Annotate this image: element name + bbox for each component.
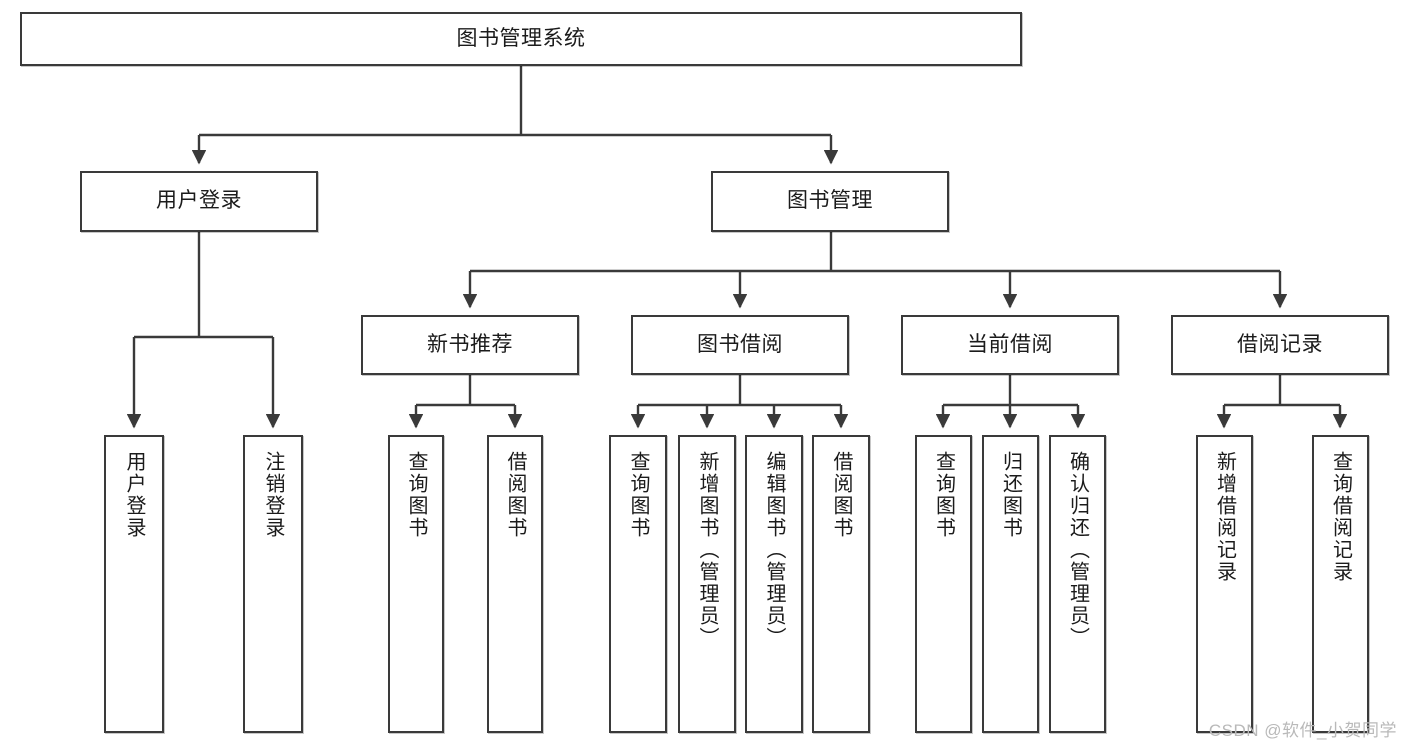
node-leaf-return-book-label: 归还图书 <box>999 451 1022 539</box>
node-leaf-add-record-label: 新增借阅记录 <box>1213 451 1236 583</box>
node-leaf-query-book-1-label: 查询图书 <box>405 451 427 539</box>
node-leaf-confirm-return[interactable]: 确认归还（管理员） <box>1049 435 1106 733</box>
node-leaf-query-book-1[interactable]: 查询图书 <box>388 435 444 733</box>
node-leaf-edit-book[interactable]: 编辑图书（管理员） <box>745 435 803 733</box>
node-new-book-rec[interactable]: 新书推荐 <box>361 315 579 375</box>
node-leaf-edit-book-label: 编辑图书（管理员） <box>763 451 785 649</box>
node-book-manage-label: 图书管理 <box>787 189 873 213</box>
node-leaf-add-book-label: 新增图书（管理员） <box>696 451 718 649</box>
node-leaf-add-book[interactable]: 新增图书（管理员） <box>678 435 736 733</box>
node-leaf-query-book-2-label: 查询图书 <box>627 451 649 539</box>
node-leaf-user-login-label: 用户登录 <box>123 451 145 539</box>
watermark: CSDN @软件_小贺同学 <box>1208 721 1397 740</box>
node-leaf-user-login[interactable]: 用户登录 <box>104 435 164 733</box>
node-borrow-record[interactable]: 借阅记录 <box>1171 315 1389 375</box>
node-new-book-rec-label: 新书推荐 <box>427 332 513 356</box>
node-leaf-borrow-book-2[interactable]: 借阅图书 <box>812 435 870 733</box>
node-leaf-query-record-label: 查询借阅记录 <box>1329 451 1352 583</box>
node-leaf-query-book-3[interactable]: 查询图书 <box>915 435 972 733</box>
node-leaf-query-book-3-label: 查询图书 <box>932 451 955 539</box>
node-book-borrow-label: 图书借阅 <box>697 332 783 356</box>
node-book-manage[interactable]: 图书管理 <box>711 171 949 232</box>
node-leaf-borrow-book-1[interactable]: 借阅图书 <box>487 435 543 733</box>
node-current-borrow-label: 当前借阅 <box>967 332 1053 356</box>
node-leaf-query-record[interactable]: 查询借阅记录 <box>1312 435 1369 733</box>
node-user-login[interactable]: 用户登录 <box>80 171 318 232</box>
node-book-borrow[interactable]: 图书借阅 <box>631 315 849 375</box>
node-leaf-logout-label: 注销登录 <box>262 451 284 539</box>
node-current-borrow[interactable]: 当前借阅 <box>901 315 1119 375</box>
node-leaf-borrow-book-2-label: 借阅图书 <box>830 451 852 539</box>
node-leaf-logout[interactable]: 注销登录 <box>243 435 303 733</box>
node-user-login-label: 用户登录 <box>156 189 242 213</box>
node-leaf-confirm-return-label: 确认归还（管理员） <box>1066 451 1089 649</box>
node-leaf-add-record[interactable]: 新增借阅记录 <box>1196 435 1253 733</box>
node-root[interactable]: 图书管理系统 <box>20 12 1022 66</box>
node-leaf-return-book[interactable]: 归还图书 <box>982 435 1039 733</box>
node-leaf-query-book-2[interactable]: 查询图书 <box>609 435 667 733</box>
node-leaf-borrow-book-1-label: 借阅图书 <box>504 451 526 539</box>
node-root-label: 图书管理系统 <box>456 26 586 50</box>
node-borrow-record-label: 借阅记录 <box>1237 332 1323 356</box>
